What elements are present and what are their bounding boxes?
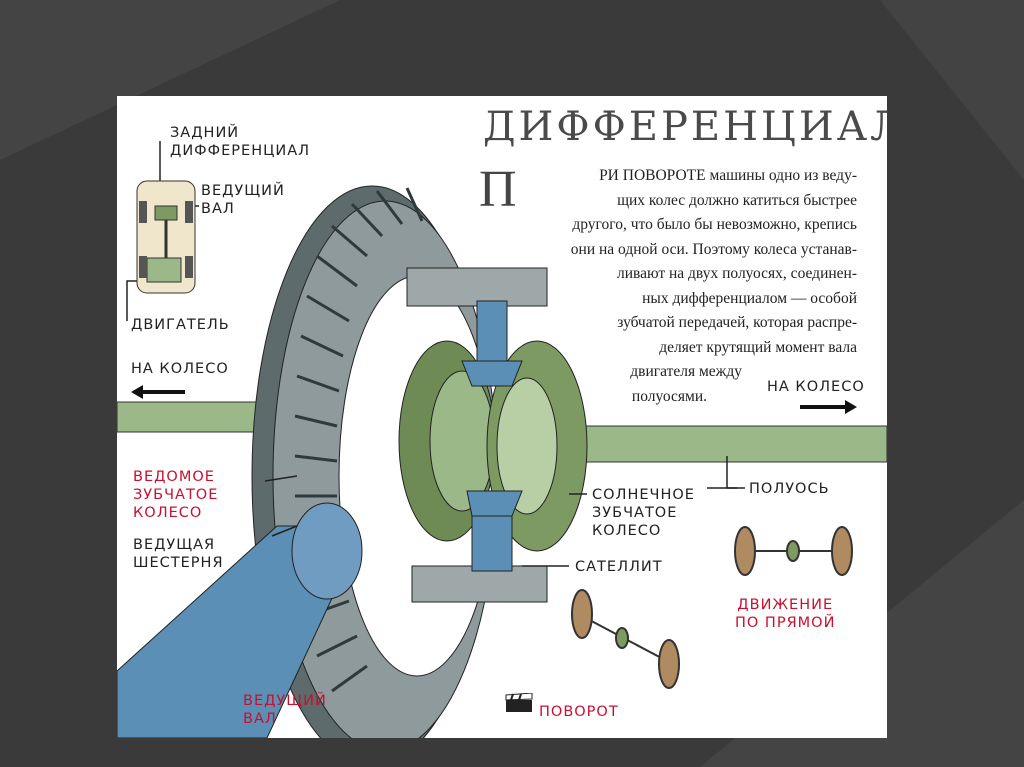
description-text: РИ ПОВОРОТЕ машины одно из веду- щих кол… bbox=[517, 164, 857, 409]
text-line: деляет крутящий момент вала bbox=[517, 336, 857, 361]
clapperboard-icon bbox=[505, 693, 533, 713]
text-line: ливают на двух полуосях, соединен- bbox=[517, 262, 857, 287]
label-straight-motion: ДВИЖЕНИЕ ПО ПРЯМОЙ bbox=[735, 596, 835, 632]
label-to-wheel-left: НА КОЛЕСО bbox=[131, 360, 229, 378]
label-half-shaft: ПОЛУОСЬ bbox=[749, 480, 830, 498]
text-line: они на одной оси. Поэтому колеса устанав… bbox=[517, 238, 857, 263]
label-drive-shaft-top: ВЕДУЩИЙ ВАЛ bbox=[201, 182, 285, 218]
label-engine: ДВИГАТЕЛЬ bbox=[131, 316, 230, 334]
label-sun-gear: СОЛНЕЧНОЕ ЗУБЧАТОЕ КОЛЕСО bbox=[592, 486, 695, 540]
label-drive-pinion: ВЕДУЩАЯ ШЕСТЕРНЯ bbox=[133, 536, 224, 572]
straight-axle-icon bbox=[735, 527, 852, 575]
text-line: РИ ПОВОРОТЕ машины одно из веду- bbox=[517, 164, 857, 189]
diagram-panel: ДИФФЕРЕНЦИАЛ П РИ ПОВОРОТЕ машины одно и… bbox=[117, 96, 887, 738]
label-rear-differential: ЗАДНИЙ ДИФФЕРЕНЦИАЛ bbox=[170, 124, 310, 160]
label-satellite: САТЕЛЛИТ bbox=[575, 558, 663, 576]
text-line: щих колес должно катиться быстрее bbox=[517, 189, 857, 214]
drop-cap: П bbox=[479, 164, 517, 216]
label-drive-shaft-bottom: ВЕДУЩИЙ ВАЛ bbox=[243, 692, 327, 728]
label-to-wheel-right: НА КОЛЕСО bbox=[767, 378, 865, 396]
label-driven-gear: ВЕДОМОЕ ЗУБЧАТОЕ КОЛЕСО bbox=[133, 468, 218, 522]
page-title: ДИФФЕРЕНЦИАЛ bbox=[483, 104, 887, 150]
text-line: полуосями. bbox=[517, 385, 707, 410]
right-half-shaft bbox=[547, 426, 887, 462]
text-line: другого, что было бы невозможно, крепись bbox=[517, 213, 857, 238]
text-line: зубчатой передачей, которая распре- bbox=[517, 311, 857, 336]
arrow-left-icon bbox=[131, 385, 185, 399]
car-schematic-icon bbox=[137, 181, 195, 293]
drive-pinion bbox=[292, 503, 362, 599]
label-turn[interactable]: ПОВОРОТ bbox=[539, 703, 619, 721]
turn-axle-icon bbox=[572, 590, 679, 688]
text-line: двигателя между bbox=[517, 360, 742, 385]
text-line: ных дифференциалом — особой bbox=[517, 287, 857, 312]
